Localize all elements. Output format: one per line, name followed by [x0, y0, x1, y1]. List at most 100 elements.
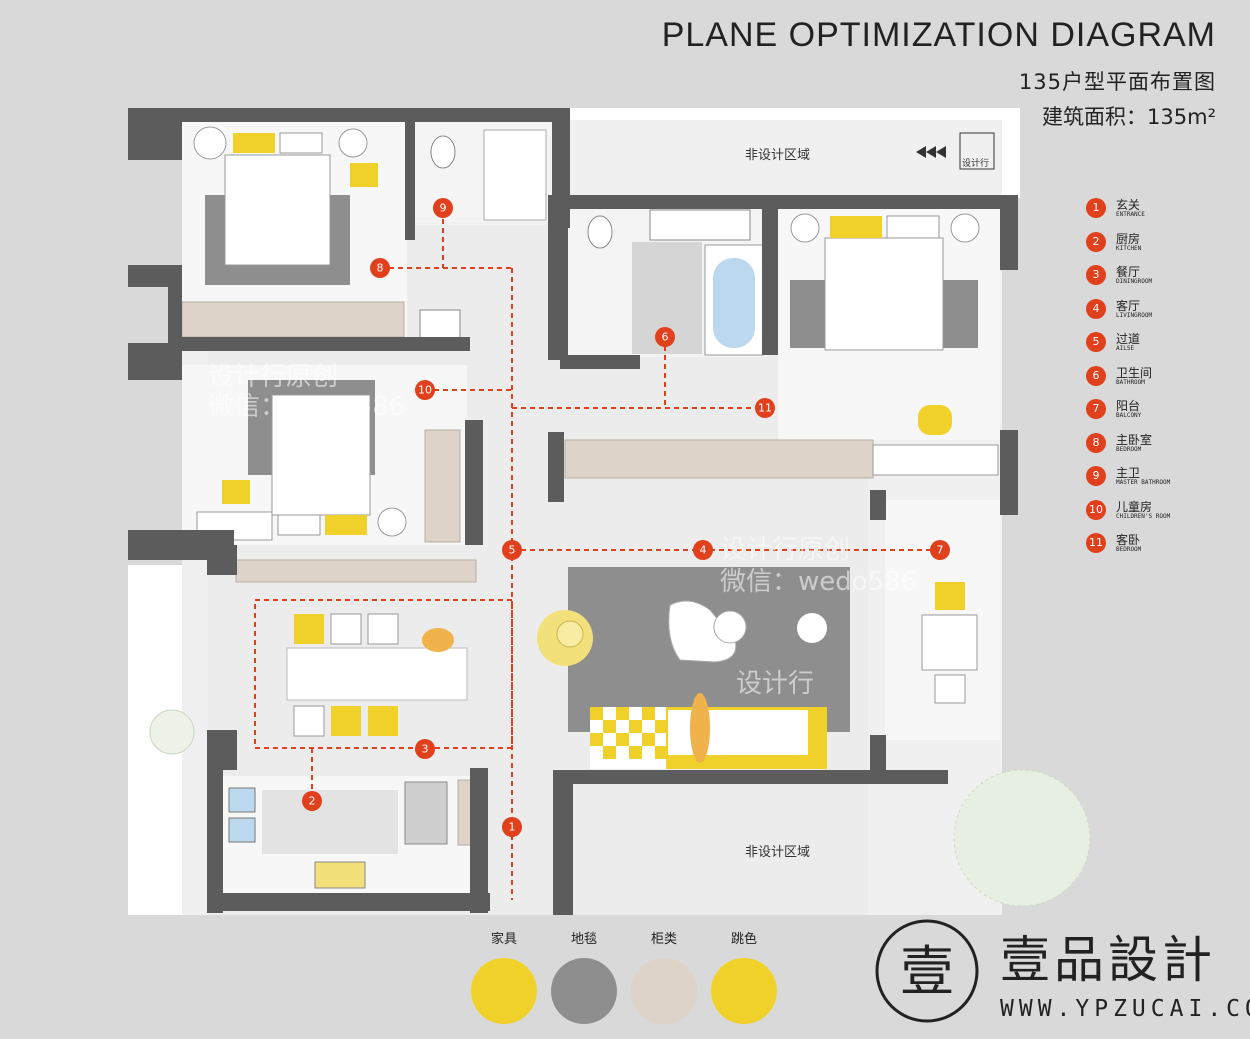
legend-label-zh: 阳台: [1116, 399, 1141, 413]
swatch-dot: [711, 958, 777, 1024]
legend-label-zh: 餐厅: [1116, 265, 1141, 279]
legend: 1 玄关 ENTRANCE 2 厨房 KITCHEN 3 餐厅 DININGRO…: [1086, 196, 1236, 565]
guest-bed: [824, 237, 944, 351]
legend-number: 1: [1086, 198, 1106, 218]
legend-label-zh: 客卧: [1116, 533, 1141, 547]
marker-9: 9: [433, 198, 453, 218]
guest-chair: [918, 405, 952, 435]
bathroom-vanity: [649, 209, 751, 241]
watermark-2: 微信：wedo586: [208, 392, 405, 422]
swatch-dot: [471, 958, 537, 1024]
sofa-seat: [668, 710, 808, 755]
marker-11: 11: [755, 398, 775, 418]
legend-label-en: ENTRANCE: [1116, 211, 1145, 218]
dining-chair-5: [331, 706, 361, 736]
legend-item: 2 厨房 KITCHEN: [1086, 230, 1236, 264]
arrow-left-icon: [916, 146, 946, 158]
legend-label-en: BEDROOM: [1116, 445, 1142, 453]
svg-text:2: 2: [309, 795, 316, 808]
children-pillow-white: [277, 514, 321, 536]
master-stool: [350, 163, 378, 187]
person-at-table: [422, 628, 454, 652]
svg-text:壹: 壹: [900, 940, 954, 1003]
children-desk-stool: [222, 480, 250, 504]
legend-number: 4: [1086, 298, 1106, 319]
legend-label-en: BEDROOM: [1116, 546, 1142, 553]
legend-item: 11 客卧 BEDROOM: [1086, 531, 1236, 565]
fridge: [404, 781, 448, 845]
marker-1: 1: [502, 817, 522, 837]
legend-label-zh: 主卫: [1116, 466, 1141, 480]
legend-label-en: BATHROOM: [1116, 378, 1145, 386]
brand-url: WWW.YPZUCAI.COM: [1000, 996, 1250, 1022]
master-bath-shower: [483, 129, 547, 221]
swatch-accent: 跳色: [710, 928, 778, 1024]
legend-label-en: AILSE: [1116, 345, 1135, 352]
small-logo-box: [959, 132, 995, 170]
marker-2: 2: [302, 791, 322, 811]
dining-chair-3: [367, 613, 399, 645]
side-table-deco: [797, 613, 827, 643]
svg-text:4: 4: [700, 544, 707, 557]
marker-5: 5: [502, 540, 522, 560]
guest-pillow-yellow: [830, 216, 882, 238]
legend-number: 10: [1086, 499, 1106, 520]
non-design-zone-top-label: 非设计区域: [745, 148, 810, 163]
watermark-4: 微信：wedo586: [720, 567, 917, 597]
legend-label-en: BALCONY: [1116, 412, 1142, 419]
bathtub-inner: [713, 258, 755, 348]
legend-number: 9: [1086, 466, 1106, 486]
swatch-cabinet: 柜类: [630, 928, 698, 1024]
legend-item: 9 主卫 MASTER BATHROOM: [1086, 464, 1236, 498]
lounge-ottoman: [713, 610, 747, 644]
legend-item: 10 儿童房 CHILDREN'S ROOM: [1086, 498, 1236, 532]
legend-item: 6 卫生间 BATHROOM: [1086, 364, 1236, 398]
floor-lamp-center: [556, 620, 584, 648]
lounge-chair: [668, 600, 737, 663]
watermark-5: 设计行: [736, 669, 814, 699]
master-pillow-white: [279, 132, 323, 154]
page-title: PLANE OPTIMIZATION DIAGRAM: [661, 16, 1216, 54]
children-pillow: [325, 515, 367, 535]
legend-label-zh: 儿童房: [1116, 499, 1153, 514]
marker-6: 6: [655, 327, 675, 347]
svg-text:11: 11: [758, 402, 772, 415]
swatch-rug: 地毯: [550, 928, 618, 1024]
marker-4: 4: [693, 540, 713, 560]
dining-chair-4: [293, 705, 325, 737]
kitchen-island: [262, 790, 398, 854]
plan-subtitle: 135户型平面布置图: [1018, 70, 1216, 94]
guest-lamp-right: [950, 213, 980, 243]
stove: [314, 861, 366, 889]
kitchen-sink-2: [228, 817, 256, 843]
watermark-1: 设计行原创: [208, 362, 338, 392]
swatch-label: 家具: [490, 932, 517, 947]
watermark-3: 设计行原创: [720, 535, 850, 565]
legend-number: 8: [1086, 432, 1106, 453]
route-lines: [254, 210, 940, 900]
brand-seal-icon: 壹: [875, 919, 979, 1023]
dining-chair-6: [368, 706, 398, 736]
legend-label-en: CHILDREN'S ROOM: [1116, 512, 1171, 520]
master-pillow-yellow: [233, 133, 275, 153]
guest-desk: [872, 444, 999, 476]
building-area: 建筑面积：135m²: [1042, 105, 1216, 129]
legend-number: 6: [1086, 365, 1106, 386]
legend-item: 8 主卧室 BEDROOM: [1086, 431, 1236, 465]
guest-wardrobe: [564, 439, 874, 479]
legend-label-zh: 厨房: [1116, 231, 1141, 246]
svg-text:8: 8: [377, 262, 384, 275]
legend-item: 7 阳台 BALCONY: [1086, 397, 1236, 431]
swatch-furniture: 家具: [470, 928, 538, 1024]
tree-bottom-right: [953, 769, 1091, 907]
swatch-dot: [631, 958, 697, 1024]
dining-table: [286, 647, 468, 701]
legend-label-zh: 客厅: [1116, 298, 1141, 313]
legend-number: 3: [1086, 265, 1106, 285]
bathroom-toilet: [587, 215, 613, 249]
legend-number: 2: [1086, 231, 1106, 252]
master-nightstand-lamp: [193, 126, 227, 160]
hall-cabinet-strip: [235, 559, 477, 583]
small-logo-label: 设计行: [962, 157, 989, 169]
